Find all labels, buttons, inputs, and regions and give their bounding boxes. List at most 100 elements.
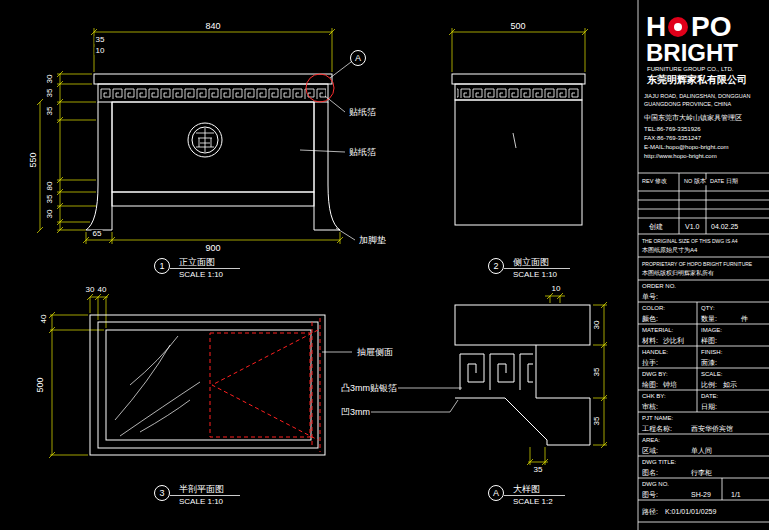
drawing-label: 80 [46, 181, 54, 192]
drawing-label: 35 [95, 36, 106, 44]
title-block-text: SCALE: [700, 371, 723, 377]
drawing-label: 65 [92, 230, 103, 238]
title-block-text: 拉手: [641, 359, 659, 366]
title-block-text: MATERIAL: [641, 327, 674, 333]
callout-circle: 1 [154, 258, 170, 274]
title-block-text: 单人间 [690, 447, 713, 454]
drawing-label: SCALE 1:10 [178, 498, 224, 506]
drawing-label: 正立面图 [178, 258, 216, 267]
drawing-label: 大样图 [512, 485, 541, 494]
title-block-text: 区域: [641, 447, 659, 454]
title-block-text: 如示 [722, 381, 738, 388]
drawing-label: 500 [36, 376, 45, 393]
callout-number: A [355, 54, 361, 63]
drawing-label: 40 [40, 314, 48, 325]
title-block-text: JIAJU ROAD, DALINGSHAN, DONGGUAN [643, 94, 751, 100]
title-block-text: REV 修改 [641, 179, 668, 185]
detail-a [455, 305, 590, 445]
title-block-text: 比例: [700, 381, 718, 388]
title-block-text: ORDER NO. [641, 283, 677, 289]
title-block-text: 材料: [641, 337, 659, 344]
callout-number: 3 [159, 489, 164, 498]
drawing-label: SCALE 1:10 [512, 271, 558, 279]
drawing-label: 侧立面图 [512, 258, 550, 267]
title-block-text: FURNITURE GROUP CO., LTD. [646, 66, 734, 72]
title-block-text: DWG NO. [641, 481, 670, 487]
title-block-text: 件 [740, 315, 749, 322]
drawing-label: 35 [46, 194, 54, 205]
title-block-text: AREA: [641, 437, 661, 443]
title-block-text: 本图纸原始尺寸为A4 [641, 247, 698, 253]
title-block-text: 沙比利 [662, 337, 685, 344]
title-block-text: E-MAIL:hopo@hopo-bright.com [643, 144, 729, 150]
callout-number: A [493, 489, 499, 498]
title-block-text: DWG BY: [641, 371, 669, 377]
title-block-text: GUANGDONG PROVINCE, CHINA [643, 102, 732, 108]
title-block-text: 日期: [700, 403, 718, 410]
title-block-text: 面漆: [700, 359, 718, 366]
title-block-text: TEL:86-769-3351926 [643, 126, 702, 132]
title-block-text: 1/1 [730, 491, 742, 498]
title-block-text: 本图纸版权归明辉家私所有 [641, 270, 715, 276]
title-block-text: 图名: [641, 469, 659, 476]
drawing-label: 35 [46, 88, 54, 99]
drawing-label: 加脚垫 [358, 236, 387, 245]
drawing-label: 900 [204, 244, 221, 253]
drawing-label: 840 [204, 22, 221, 31]
title-block-text: DATE: [700, 393, 719, 399]
callout-circle: A [350, 50, 366, 66]
logo-mark [668, 17, 688, 37]
title-block-text: 西安华侨宾馆 [690, 425, 734, 432]
drawing-label: 10 [551, 285, 562, 293]
drawing-label: 抽屉侧面 [356, 348, 394, 357]
callout-number: 1 [159, 262, 164, 271]
title-block-text: 数量: [700, 315, 718, 322]
title-block-text: 样图: [700, 337, 718, 344]
callout-number: 2 [493, 262, 498, 271]
title-block-text: 行李柜 [690, 469, 713, 476]
title-block-text: HANDLE: [641, 349, 669, 355]
front-elevation [86, 62, 355, 240]
title-block-text: FAX:86-769-3351247 [643, 135, 702, 141]
title-block-text: 东莞明辉家私有限公司 [646, 75, 748, 85]
drawing-label: 35 [593, 367, 601, 378]
title-block-text: 单号: [641, 293, 659, 300]
drawing-label: 凹3mm [340, 408, 371, 417]
title-block-text: THE ORIGINAL SIZE OF THIS DWG IS A4 [641, 239, 739, 244]
title-block-text: http://www.hopo-bright.com [643, 153, 718, 159]
title-block-text: NO 版本 [683, 179, 707, 185]
title-block-text: PO [690, 13, 732, 41]
title-block-grid [638, 0, 769, 530]
title-block-text: 路径: [641, 508, 659, 515]
drawing-label: 30 [46, 74, 54, 85]
drawing-label: SCALE 1:2 [512, 498, 554, 506]
title-block-text: 图号: [641, 491, 659, 498]
drawing-label: 30 [46, 209, 54, 220]
title-block-text: DATE 日期 [709, 179, 739, 185]
drawing-label: 35 [533, 466, 544, 474]
title-block-text: BRIGHT [645, 41, 739, 65]
view-title-underlines [170, 269, 570, 496]
drawing-label: 30 [85, 286, 96, 294]
drawing-label: 贴纸箔 [348, 148, 377, 157]
drawing-label: 500 [509, 22, 526, 31]
side-elevation [452, 74, 585, 225]
title-block-text: 04.02.25 [710, 223, 739, 230]
drawing-label: 35 [593, 416, 601, 427]
title-block-text: 创建 [648, 223, 664, 230]
title-block-text: 中国东莞市大岭山镇家具管理区 [643, 114, 743, 121]
drawing-label: 半剖平面图 [178, 485, 225, 494]
drawing-label: SCALE 1:10 [178, 271, 224, 279]
title-block-text: K:01/01/01/0259 [664, 508, 717, 515]
title-block-text: CHK BY: [641, 393, 667, 399]
callout-circle: 3 [154, 485, 170, 501]
drawing-label: 10 [95, 47, 106, 55]
half-section-plan [90, 315, 462, 455]
title-block-text: IMAGE: [700, 327, 723, 333]
drawing-label: 40 [97, 286, 108, 294]
drawing-label: 凸3mm贴银箔 [340, 384, 398, 393]
title-block-text: H [645, 13, 667, 41]
callout-circle: 2 [488, 258, 504, 274]
title-block-text: PJT NAME: [641, 415, 674, 421]
title-block-text: COLOR: [641, 305, 666, 311]
